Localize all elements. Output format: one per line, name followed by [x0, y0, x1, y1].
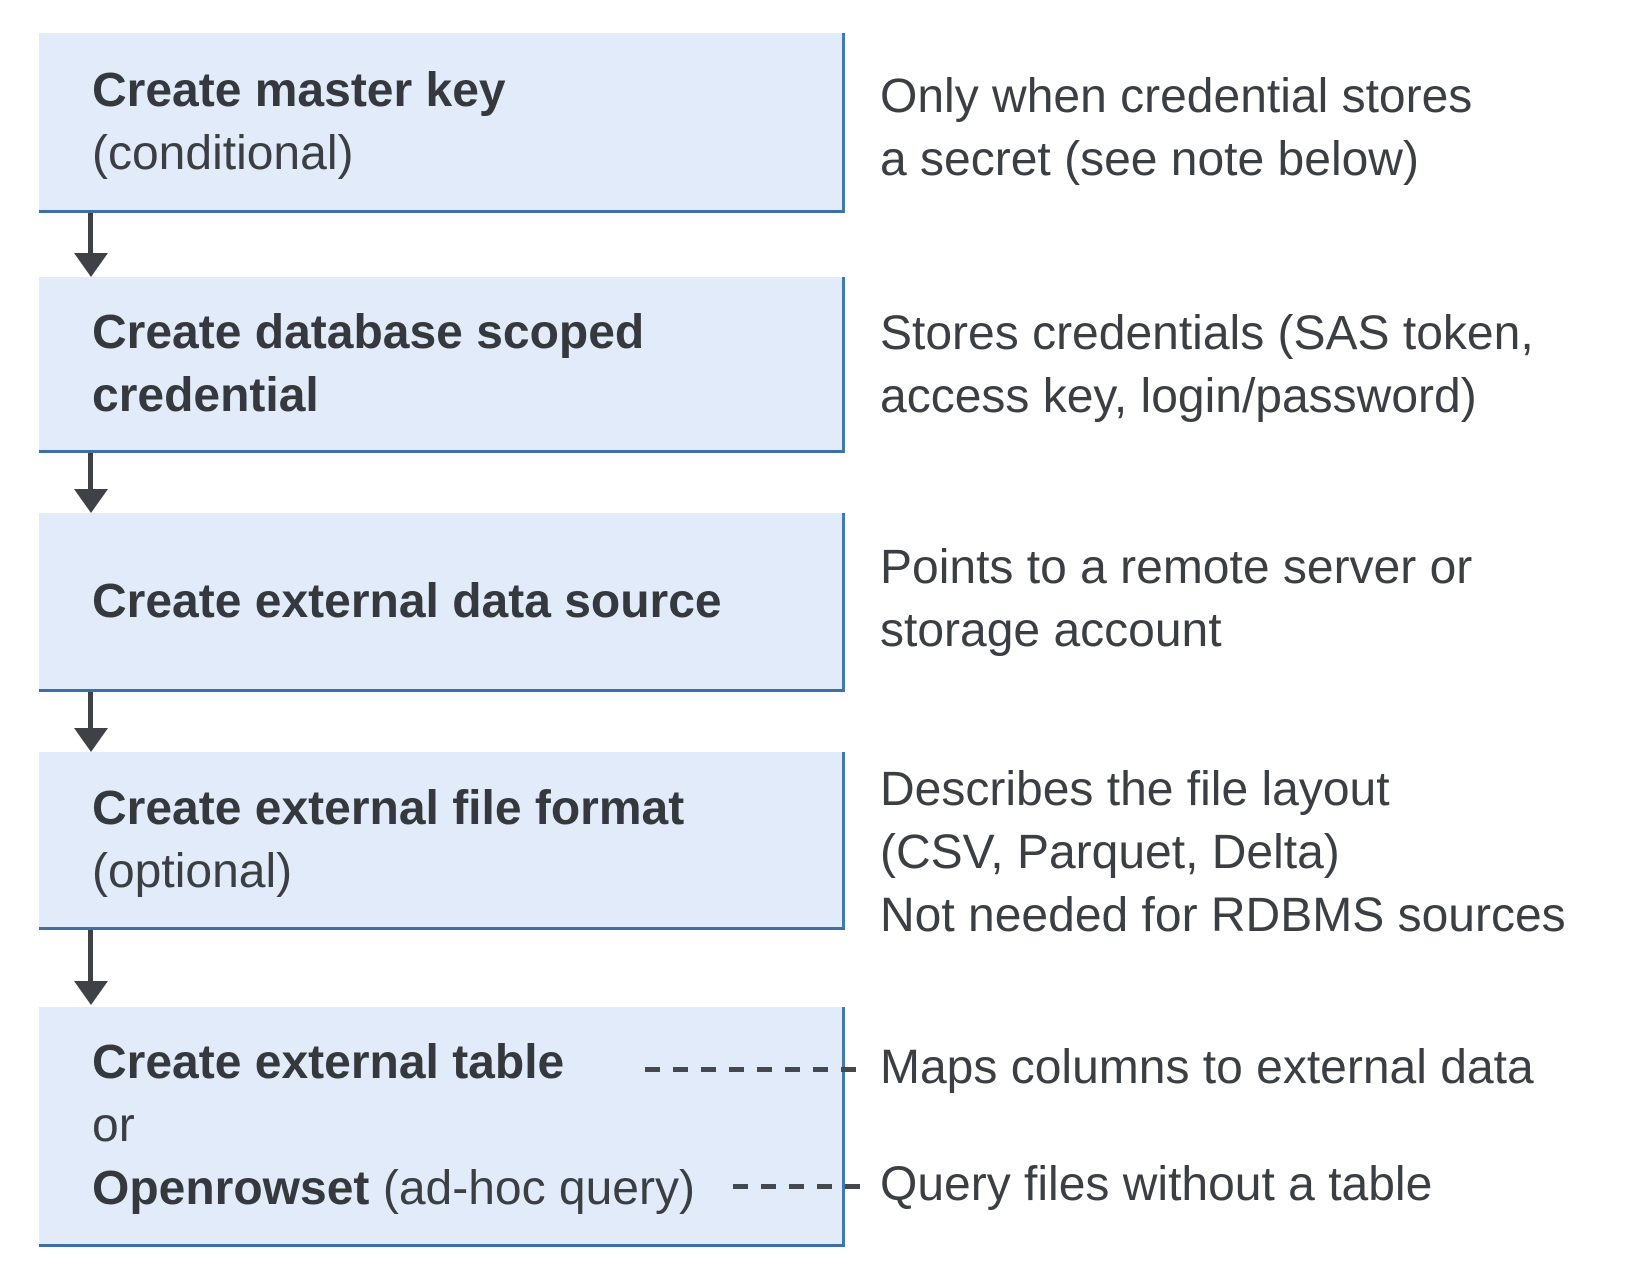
box-title: Create master key: [92, 63, 506, 117]
down-arrow-icon: [88, 213, 93, 253]
flow-box-create-external-data-source: Create external data source: [39, 513, 845, 692]
box-title: Create external table: [92, 1036, 565, 1089]
annotation-line: Not needed for RDBMS sources: [880, 889, 1566, 942]
flow-box-create-external-table-or-openrowset: Create external table or Openrowset(ad-h…: [39, 1007, 845, 1247]
down-arrow-icon: [74, 253, 108, 277]
annotation-openrowset: Query files without a table: [880, 1158, 1433, 1211]
box-title: Openrowset: [92, 1162, 370, 1215]
box-subtitle: (optional): [92, 844, 293, 898]
down-arrow-icon: [88, 453, 93, 489]
annotation-line: Describes the file layout: [880, 763, 1390, 816]
box-title: Create external data source: [92, 574, 722, 628]
annotation-credential: Stores credentials (SAS token, access ke…: [880, 302, 1534, 428]
dashed-connector: [733, 1184, 867, 1189]
annotation-external-table: Maps columns to external data: [880, 1041, 1534, 1094]
box-or-label: or: [92, 1099, 135, 1152]
annotation-line: a secret (see note below): [880, 133, 1419, 186]
box-title: Create database scoped: [92, 305, 645, 359]
down-arrow-icon: [88, 930, 93, 981]
annotation-line: Only when credential stores: [880, 70, 1473, 123]
annotation-master-key: Only when credential stores a secret (se…: [880, 65, 1472, 191]
box-title-openrowset: Openrowset(ad-hoc query): [92, 1157, 842, 1220]
down-arrow-icon: [74, 981, 108, 1005]
flow-box-create-database-scoped-credential: Create database scoped credential: [39, 277, 845, 453]
down-arrow-icon: [74, 489, 108, 513]
down-arrow-icon: [88, 692, 93, 728]
flow-box-create-external-file-format: Create external file format (optional): [39, 752, 845, 930]
box-subtitle: (conditional): [92, 126, 354, 180]
box-subtitle: (ad-hoc query): [382, 1162, 695, 1215]
annotation-line: Stores credentials (SAS token,: [880, 307, 1534, 360]
annotation-line: storage account: [880, 604, 1222, 657]
box-title: Create external file format: [92, 781, 685, 835]
annotation-line: (CSV, Parquet, Delta): [880, 826, 1340, 879]
annotation-line: Points to a remote server or: [880, 541, 1473, 594]
dashed-connector: [645, 1067, 868, 1072]
annotation-line: access key, login/password): [880, 370, 1477, 423]
down-arrow-icon: [74, 728, 108, 752]
annotation-file-format: Describes the file layout (CSV, Parquet,…: [880, 758, 1566, 947]
flow-box-create-master-key: Create master key (conditional): [39, 33, 845, 213]
annotation-data-source: Points to a remote server or storage acc…: [880, 536, 1472, 662]
box-title: credential: [92, 368, 319, 422]
